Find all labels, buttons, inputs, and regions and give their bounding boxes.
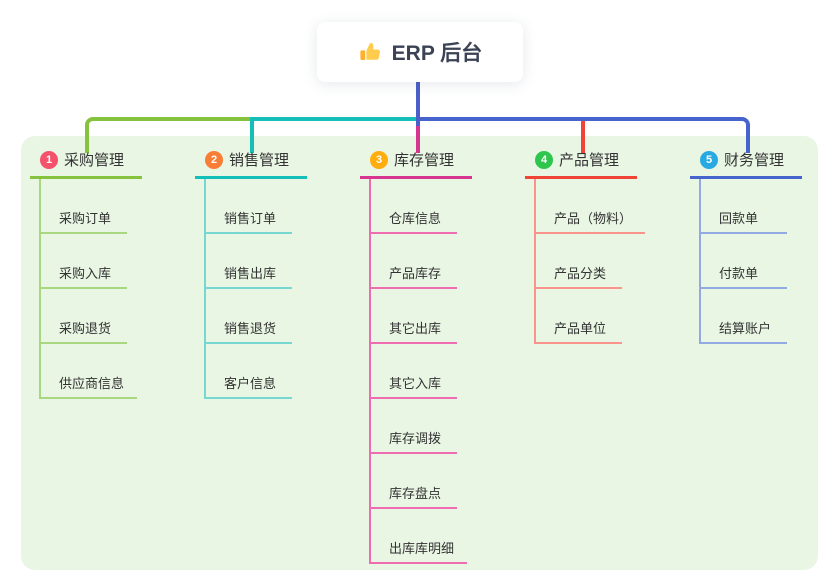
branch-children: 回款单付款单结算账户 [699,179,787,344]
connector-branch-5 [418,117,750,153]
child-node[interactable]: 其它入库 [371,344,457,399]
child-node[interactable]: 出库库明细 [371,509,468,564]
child-node[interactable]: 采购退货 [41,289,127,344]
child-node[interactable]: 库存盘点 [371,454,457,509]
branch-number-badge: 5 [700,150,718,169]
branch-header[interactable]: 5 财务管理 [690,149,802,179]
connector-root-stem [416,82,420,126]
branch-label: 采购管理 [64,152,125,169]
branch-children: 产品（物料）产品分类产品单位 [534,179,646,344]
thumbs-up-icon [358,40,382,64]
branch: 3 库存管理 仓库信息产品库存其它出库其它入库库存调拨库存盘点出库库明细 [360,149,472,564]
branch: 4 产品管理 产品（物料）产品分类产品单位 [525,149,646,344]
branches-panel [21,136,818,570]
branch-children: 销售订单销售出库销售退货客户信息 [204,179,292,399]
child-node[interactable]: 供应商信息 [41,344,138,399]
child-node[interactable]: 销售退货 [206,289,292,344]
child-node[interactable]: 采购订单 [41,179,127,234]
branch-number-badge: 4 [535,150,553,169]
branch-number-badge: 2 [205,150,223,169]
root-label: ERP 后台 [391,42,483,65]
branch: 5 财务管理 回款单付款单结算账户 [690,149,802,344]
branch: 1 采购管理 采购订单采购入库采购退货供应商信息 [30,149,142,399]
child-node[interactable]: 销售订单 [206,179,292,234]
branch-header[interactable]: 2 销售管理 [195,149,307,179]
child-node[interactable]: 销售出库 [206,234,292,289]
child-node[interactable]: 库存调拨 [371,399,457,454]
branch-header[interactable]: 1 采购管理 [30,149,142,179]
child-node[interactable]: 付款单 [701,234,787,289]
branch-header[interactable]: 4 产品管理 [525,149,637,179]
child-node[interactable]: 采购入库 [41,234,127,289]
child-node[interactable]: 产品（物料） [536,179,646,234]
branch-number-badge: 3 [370,150,388,169]
branch-label: 销售管理 [229,152,290,169]
branch-header[interactable]: 3 库存管理 [360,149,472,179]
child-node[interactable]: 产品分类 [536,234,622,289]
child-node[interactable]: 结算账户 [701,289,787,344]
branch-label: 财务管理 [724,152,785,169]
child-node[interactable]: 产品库存 [371,234,457,289]
child-node[interactable]: 产品单位 [536,289,622,344]
connector-branch-2 [250,117,418,153]
branch-number-badge: 1 [40,150,58,169]
branch-children: 仓库信息产品库存其它出库其它入库库存调拨库存盘点出库库明细 [369,179,468,564]
root-node[interactable]: ERP 后台 [317,22,523,82]
branch-label: 产品管理 [559,152,620,169]
branch: 2 销售管理 销售订单销售出库销售退货客户信息 [195,149,307,399]
child-node[interactable]: 客户信息 [206,344,292,399]
branch-label: 库存管理 [394,152,455,169]
connector-branch-3 [416,120,420,153]
child-node[interactable]: 仓库信息 [371,179,457,234]
child-node[interactable]: 回款单 [701,179,787,234]
child-node[interactable]: 其它出库 [371,289,457,344]
branch-children: 采购订单采购入库采购退货供应商信息 [39,179,138,399]
